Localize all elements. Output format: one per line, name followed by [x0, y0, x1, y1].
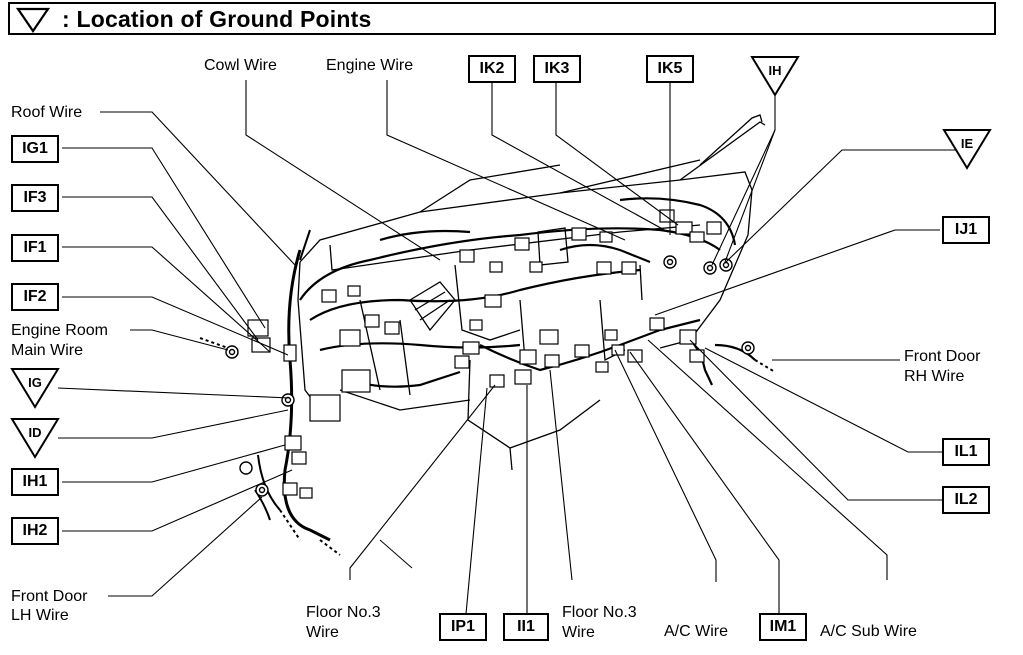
connector-if2: IF2 [11, 283, 59, 311]
cowl-wire-label: Cowl Wire [204, 57, 277, 74]
ac-wire-label: A/C Wire [664, 623, 728, 640]
front-door-lh-wire-label-line1: Front Door [11, 588, 88, 605]
floor-no3-wire-right-label-line1: Floor No.3 [562, 604, 637, 621]
connector-ik2: IK2 [468, 55, 516, 83]
engine-room-main-wire-label-line2: Main Wire [11, 342, 84, 359]
ground-point-ig: IG [10, 367, 60, 409]
connector-il2: IL2 [942, 486, 990, 514]
ground-triangle-icon [942, 129, 992, 170]
connector-ih1: IH1 [11, 468, 59, 496]
engine-room-main-wire-label-line1: Engine Room [11, 322, 108, 339]
ground-point-id: ID [10, 417, 60, 459]
dashboard-outline [299, 171, 753, 349]
page-header: : Location of Ground Points [8, 2, 996, 35]
connector-ip1: IP1 [439, 613, 487, 641]
ground-point-id-label: ID [28, 425, 42, 440]
ground-point-ih: IH [750, 55, 800, 97]
connector-ih2: IH2 [11, 517, 59, 545]
front-door-rh-wire-label-line1: Front Door [904, 348, 981, 365]
ground-point-ie: IE [942, 128, 992, 170]
connector-il1: IL1 [942, 438, 990, 466]
page-title: : Location of Ground Points [62, 6, 372, 32]
roof-wire-label: Roof Wire [11, 104, 83, 121]
connector-ik5: IK5 [646, 55, 694, 83]
ground-point-ih-label: IH [768, 63, 782, 78]
ground-triangle-icon [16, 7, 50, 33]
ground-triangle-icon [10, 418, 60, 459]
ground-point-ie-label: IE [960, 136, 974, 151]
floor-no3-wire-right-label-line2: Wire [562, 624, 595, 641]
ac-sub-wire-label: A/C Sub Wire [820, 623, 917, 640]
connector-im1: IM1 [759, 613, 807, 641]
front-door-lh-wire-label-line2: LH Wire [11, 607, 69, 624]
connector-ik3: IK3 [533, 55, 581, 83]
engine-wire-label: Engine Wire [326, 57, 414, 74]
ground-point-ig-label: IG [28, 375, 42, 390]
connector-ij1: IJ1 [942, 216, 990, 244]
ground-triangle-icon [750, 56, 800, 97]
connector-ig1: IG1 [11, 135, 59, 163]
ground-triangle-icon [10, 368, 60, 409]
connector-ii1: II1 [503, 613, 549, 641]
front-door-rh-wire-label-line2: RH Wire [904, 368, 965, 385]
floor-no3-wire-left-label-line1: Floor No.3 [306, 604, 381, 621]
floor-no3-wire-left-label-line2: Wire [306, 624, 339, 641]
connector-if1: IF1 [11, 234, 59, 262]
connector-if3: IF3 [11, 184, 59, 212]
